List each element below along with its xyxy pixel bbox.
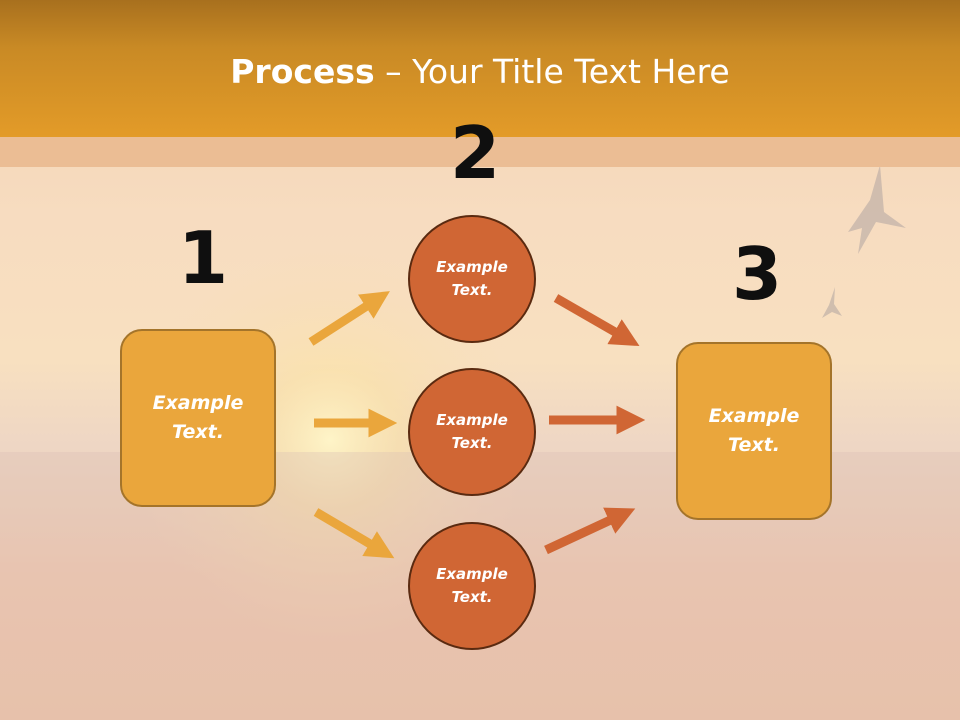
step-box-1-label: Example Text.	[152, 392, 244, 443]
circle-top-label: Example Text.	[436, 258, 508, 299]
seagull-icons	[822, 165, 906, 318]
arrow-box1-to-circle-bottom	[313, 508, 395, 559]
step-number-1: 1	[178, 216, 229, 300]
step-box-3-label: Example Text.	[708, 405, 800, 456]
circle-middle-label: Example Text.	[436, 411, 508, 452]
title-strip	[0, 137, 960, 167]
title-bold: Process	[230, 52, 375, 91]
step-number-3: 3	[732, 232, 783, 316]
title-band	[0, 0, 960, 137]
slide-title: Process – Your Title Text Here	[0, 52, 960, 91]
arrow-circle-bottom-to-box3	[544, 507, 636, 555]
step-number-2: 2	[450, 111, 501, 195]
arrow-circle-top-to-box3	[553, 294, 640, 347]
circle-bottom: Example Text.	[408, 522, 536, 650]
circle-top: Example Text.	[408, 215, 536, 343]
circle-bottom-label: Example Text.	[436, 565, 508, 606]
arrow-box1-to-circle-top	[308, 291, 390, 346]
circle-middle: Example Text.	[408, 368, 536, 496]
step-box-1: Example Text.	[120, 329, 276, 507]
step-box-3: Example Text.	[676, 342, 832, 520]
title-rest: – Your Title Text Here	[374, 52, 730, 91]
